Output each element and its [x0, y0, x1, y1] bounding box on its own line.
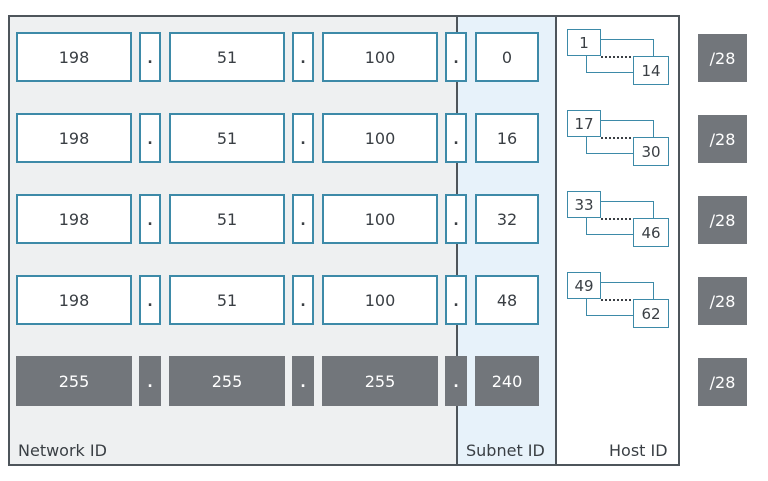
- host-last-value: 30: [633, 137, 669, 166]
- host-first-value: 49: [567, 272, 601, 299]
- prefix-length-badge: /28: [698, 34, 747, 82]
- network-octet: 198: [16, 275, 132, 325]
- octet-separator: .: [292, 113, 314, 163]
- subnet-octet: 32: [475, 194, 539, 244]
- mask-octet: 255: [16, 356, 132, 406]
- mask-separator: .: [139, 356, 161, 406]
- network-id-label: Network ID: [18, 441, 107, 460]
- network-octet: 51: [169, 32, 285, 82]
- mask-octet: 240: [475, 356, 539, 406]
- mask-prefix-badge: /28: [698, 358, 747, 406]
- mask-separator: .: [445, 356, 467, 406]
- host-first-value: 33: [567, 191, 601, 218]
- octet-separator: .: [445, 32, 467, 82]
- mask-octet: 255: [169, 356, 285, 406]
- network-octet: 198: [16, 113, 132, 163]
- host-range-dots: [601, 299, 635, 301]
- network-octet: 198: [16, 32, 132, 82]
- octet-separator: .: [292, 32, 314, 82]
- octet-separator: .: [139, 32, 161, 82]
- subnet-id-label: Subnet ID: [466, 441, 545, 460]
- network-octet: 100: [322, 32, 438, 82]
- network-octet: 51: [169, 113, 285, 163]
- octet-separator: .: [445, 194, 467, 244]
- address-frame: [8, 15, 680, 466]
- mask-octet: 255: [322, 356, 438, 406]
- host-range-dots: [601, 56, 635, 58]
- prefix-length-badge: /28: [698, 196, 747, 244]
- network-octet: 100: [322, 194, 438, 244]
- network-octet: 198: [16, 194, 132, 244]
- subnet-octet: 16: [475, 113, 539, 163]
- subnet-octet: 48: [475, 275, 539, 325]
- host-first-value: 17: [567, 110, 601, 137]
- host-id-label: Host ID: [609, 441, 668, 460]
- network-octet: 100: [322, 275, 438, 325]
- prefix-length-badge: /28: [698, 115, 747, 163]
- octet-separator: .: [139, 113, 161, 163]
- subnet-host-divider: [555, 17, 557, 464]
- octet-separator: .: [292, 275, 314, 325]
- subnet-octet: 0: [475, 32, 539, 82]
- octet-separator: .: [445, 275, 467, 325]
- host-last-value: 62: [633, 299, 669, 328]
- octet-separator: .: [292, 194, 314, 244]
- octet-separator: .: [139, 275, 161, 325]
- octet-separator: .: [445, 113, 467, 163]
- mask-separator: .: [292, 356, 314, 406]
- host-last-value: 46: [633, 218, 669, 247]
- host-range-dots: [601, 218, 635, 220]
- host-first-value: 1: [567, 29, 601, 56]
- network-octet: 100: [322, 113, 438, 163]
- network-octet: 51: [169, 275, 285, 325]
- host-last-value: 14: [633, 56, 669, 85]
- network-octet: 51: [169, 194, 285, 244]
- host-range-dots: [601, 137, 635, 139]
- octet-separator: .: [139, 194, 161, 244]
- prefix-length-badge: /28: [698, 277, 747, 325]
